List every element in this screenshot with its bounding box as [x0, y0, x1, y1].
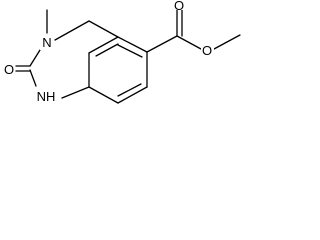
- bond-c4-c4a: [88, 20, 119, 38]
- atom-label-carbonyl-o: O: [4, 62, 14, 77]
- bond-ester-c-o-single: [176, 35, 202, 50]
- label-mask-n1: [33, 88, 59, 104]
- atom-label-ester-o-single: O: [202, 43, 212, 58]
- bond-c4a-c5: [117, 36, 148, 53]
- bond-c2-n1: [29, 69, 37, 87]
- atom-label-n3: N: [42, 35, 51, 50]
- bond-c7-c8: [88, 86, 119, 104]
- bonds: [15, 9, 241, 104]
- atom-label-ester-o-double: O: [174, 0, 184, 13]
- label-mask-ester-o-single: [201, 42, 214, 58]
- bond-c8a-c4a-inner: [95, 43, 119, 57]
- atom-labels: N O NH O O: [2, 0, 214, 104]
- bond-c6-c7: [117, 86, 148, 104]
- bond-n3-c4: [54, 20, 90, 41]
- bond-c6-c7-inner: [117, 83, 142, 97]
- bond-c8a-c4a: [88, 36, 119, 54]
- bond-c6-carbonyl: [146, 35, 178, 53]
- bond-c4a-c5-inner: [117, 44, 143, 58]
- label-mask-ester-o-double: [172, 0, 186, 10]
- bond-n3-c2: [29, 49, 41, 67]
- label-mask-carbonyl-o: [2, 61, 15, 77]
- structure-drawing: N O NH O O: [2, 0, 241, 104]
- molecule-canvas: N O NH O O: [2, 0, 241, 104]
- bond-ester-o-methyl: [213, 34, 241, 50]
- bond-n1-c8a: [61, 86, 90, 99]
- atom-label-n1: NH: [37, 89, 56, 104]
- label-mask-n3: [40, 34, 54, 50]
